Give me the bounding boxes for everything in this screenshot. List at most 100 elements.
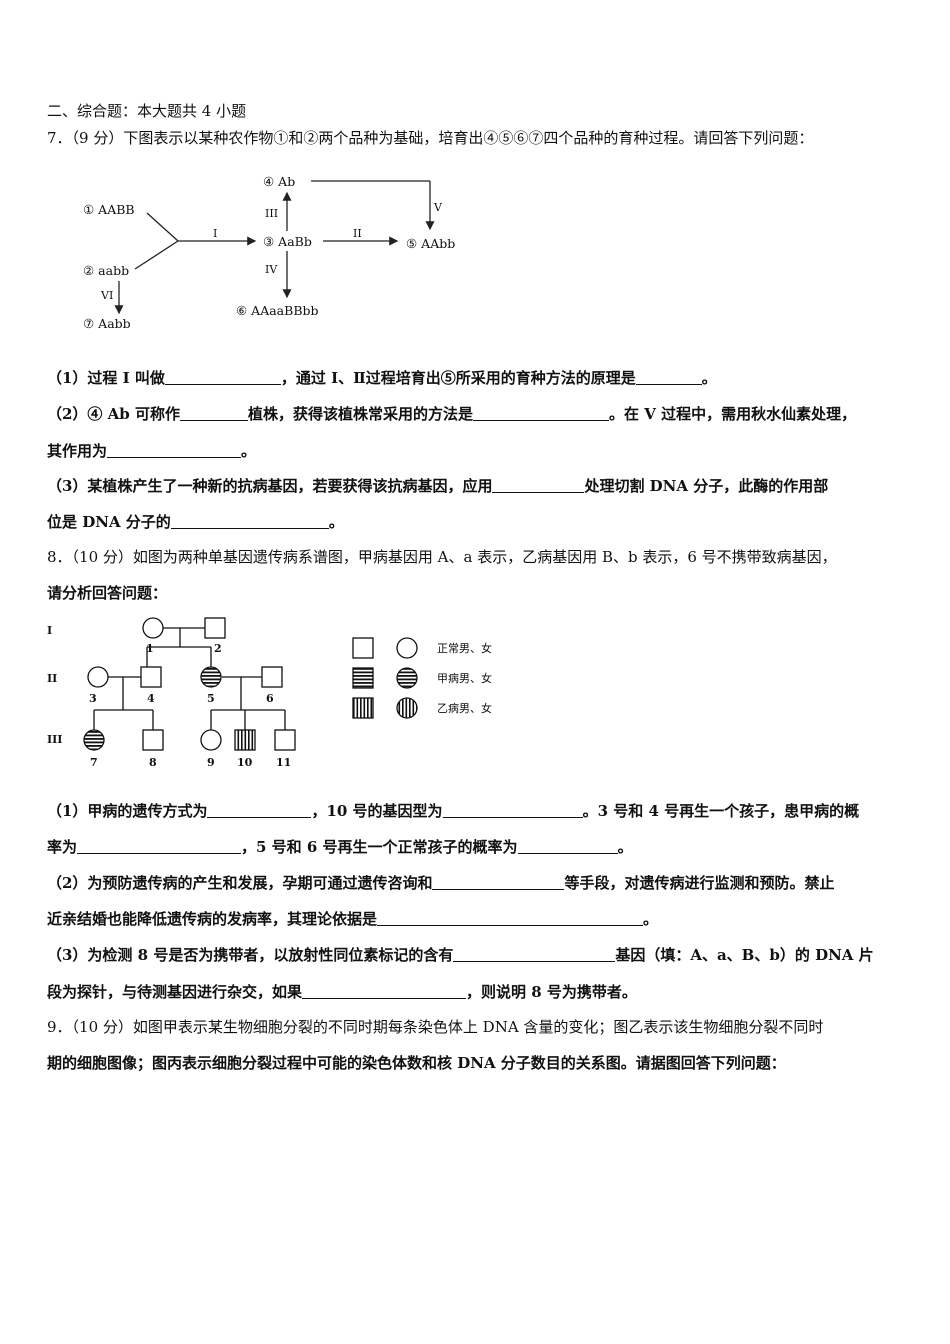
person-10 <box>234 729 256 751</box>
q7-s2-text-e: 。 <box>241 442 257 460</box>
answer-blank[interactable] <box>442 801 583 818</box>
node-1: ① AABB <box>83 202 135 217</box>
person-6 <box>261 666 283 688</box>
q8-s2-text-c: 近亲结婚也能降低遗传病的发病率，其理论依据是 <box>47 910 378 928</box>
q8-sub2-line2: 近亲结婚也能降低遗传病的发病率，其理论依据是 。 <box>47 908 908 930</box>
node-2: ② aabb <box>83 263 129 278</box>
answer-blank[interactable] <box>517 837 618 854</box>
q8-sub1-line2: 率为 ，5 号和 6 号再生一个正常孩子的概率为 。 <box>47 836 908 858</box>
answer-blank[interactable] <box>77 837 242 854</box>
legend-yi-female <box>396 697 418 719</box>
person-6-id: 6 <box>266 692 274 705</box>
answer-blank[interactable] <box>107 441 242 458</box>
answer-blank[interactable] <box>492 476 585 493</box>
person-1-id: 1 <box>146 642 154 655</box>
q7-sub3-line1: （3）某植株产生了一种新的抗病基因，若要获得该抗病基因，应用处理切割 DNA 分… <box>47 475 908 497</box>
legend-yi-male <box>352 697 374 719</box>
label-IV: IV <box>265 263 278 276</box>
person-4-id: 4 <box>147 692 155 705</box>
answer-blank[interactable] <box>453 945 616 962</box>
cross-line-2 <box>134 240 179 270</box>
q8-s1-text-c: 。3 号和 4 号再生一个孩子，患甲病的概 <box>582 802 860 820</box>
q8-sub3-line2: 段为探针，与待测基因进行杂交，如果，则说明 8 号为携带者。 <box>47 981 908 1003</box>
q7-s2-text-a: （2）④ Ab 可称作 <box>47 405 181 423</box>
node-6: ⑥ AAaaBBbb <box>236 303 319 318</box>
q7-s3-text-d: 。 <box>328 513 344 531</box>
label-VI: VI <box>100 289 113 302</box>
person-9 <box>200 729 222 751</box>
answer-blank[interactable] <box>635 368 702 385</box>
answer-blank[interactable] <box>473 404 610 421</box>
q7-sub1: （1）过程 I 叫做，通过 I、Ⅱ过程培育出⑤所采用的育种方法的原理是。 <box>47 367 908 389</box>
person-1 <box>142 617 164 639</box>
person-7-id: 7 <box>90 756 98 769</box>
cross-line-1 <box>146 212 179 242</box>
legend-normal-label: 正常男、女 <box>437 641 492 655</box>
q7-sub2-line2: 其作用为 。 <box>47 440 908 462</box>
q7-sub2-line1: （2）④ Ab 可称作 植株，获得该植株常采用的方法是 。在 V 过程中，需用秋水仙… <box>47 403 908 425</box>
q8-sub1-line1: （1）甲病的遗传方式为 ，10 号的基因型为 。3 号和 4 号再生一个孩子，患甲病… <box>47 800 908 822</box>
q8-s1-text-b: ，10 号的基因型为 <box>311 802 443 820</box>
person-11-id: 11 <box>276 756 291 769</box>
answer-blank[interactable] <box>180 404 249 421</box>
q7-s2-text-c: 。在 V 过程中，需用秋水仙素处理， <box>609 405 857 423</box>
q8-s3-text-a: （3）为检测 8 号是否为携带者，以放射性同位素标记的含有 <box>47 946 454 964</box>
q9-line1: 9．（10 分）如图甲表示某生物细胞分裂的不同时期每条染色体上 DNA 含量的变… <box>47 1018 824 1036</box>
q7-intro: 7．（9 分）下图表示以某种农作物①和②两个品种为基础，培育出④⑤⑥⑦四个品种的… <box>47 129 814 147</box>
person-3 <box>87 666 109 688</box>
person-7 <box>83 729 105 751</box>
q8-s2-text-d: 。 <box>643 910 659 928</box>
answer-blank[interactable] <box>432 873 565 890</box>
q8-s1-text-d: 率为 <box>47 838 78 856</box>
generation-II-label: II <box>47 672 57 685</box>
person-5-id: 5 <box>207 692 215 705</box>
q8-s2-text-a: （2）为预防遗传病的产生和发展，孕期可通过遗传咨询和 <box>47 874 433 892</box>
answer-blank[interactable] <box>302 982 467 999</box>
label-II: II <box>353 227 362 240</box>
section-header: 二、综合题：本大题共 4 小题 <box>47 102 247 120</box>
legend-jia-male <box>352 667 374 689</box>
q7-sub3-line2: 位是 DNA 分子的 。 <box>47 511 908 533</box>
q7-s2-text-b: 植株，获得该植株常采用的方法是 <box>248 405 474 423</box>
answer-blank[interactable] <box>164 368 281 385</box>
q9-line2: 期的细胞图像；图丙表示细胞分裂过程中可能的染色体数和核 DNA 分子数目的关系图… <box>47 1054 786 1072</box>
legend-normal-male <box>352 637 374 659</box>
label-III: III <box>265 207 278 220</box>
answer-blank[interactable] <box>207 801 312 818</box>
q7-s2-text-d: 其作用为 <box>47 442 108 460</box>
breeding-diagram: ① AABB ② aabb ③ AaBb ④ Ab ⑤ AAbb ⑥ AAaaB… <box>83 174 455 331</box>
generation-III-label: III <box>47 733 62 746</box>
legend-yi-label: 乙病男、女 <box>437 701 492 715</box>
q8-sub3-line1: （3）为检测 8 号是否为携带者，以放射性同位素标记的含有 基因（填：A、a、B、… <box>47 944 908 966</box>
person-5 <box>200 666 222 688</box>
q7-s1-text-c: 。 <box>701 369 717 387</box>
person-8 <box>142 729 164 751</box>
generation-I-label: I <box>47 624 52 637</box>
q8-s3-text-d: ，则说明 8 号为携带者。 <box>466 983 637 1001</box>
legend-jia-label: 甲病男、女 <box>437 671 492 685</box>
person-2 <box>204 617 226 639</box>
label-V: V <box>433 201 443 214</box>
q7-s3-text-c: 位是 DNA 分子的 <box>47 513 171 531</box>
person-8-id: 8 <box>149 756 157 769</box>
person-3-id: 3 <box>89 692 97 705</box>
q8-s1-text-a: （1）甲病的遗传方式为 <box>47 802 208 820</box>
answer-blank[interactable] <box>170 512 329 529</box>
q8-s1-text-f: 。 <box>617 838 633 856</box>
node-3: ③ AaBb <box>263 234 312 249</box>
legend-normal-female <box>396 637 418 659</box>
pedigree-chart: I II III 1 2 3 4 5 6 7 8 9 10 11 正常男、女 甲… <box>47 617 492 769</box>
q8-intro-line1: 8．（10 分）如图为两种单基因遗传病系谱图，甲病基因用 A、a 表示，乙病基因… <box>47 548 837 566</box>
node-7: ⑦ Aabb <box>83 316 131 331</box>
q7-s1-text-b: ，通过 I、Ⅱ过程培育出⑤所采用的育种方法的原理是 <box>280 369 636 387</box>
node-5: ⑤ AAbb <box>406 236 455 251</box>
q8-intro-line2: 请分析回答问题： <box>47 584 168 602</box>
answer-blank[interactable] <box>377 909 644 926</box>
legend-jia-female <box>396 667 418 689</box>
person-9-id: 9 <box>207 756 215 769</box>
label-I: I <box>213 227 217 240</box>
person-2-id: 2 <box>214 642 222 655</box>
person-11 <box>274 729 296 751</box>
q8-s3-text-b: 基因（填：A、a、B、b）的 DNA 片 <box>615 946 874 964</box>
q8-s1-text-e: ，5 号和 6 号再生一个正常孩子的概率为 <box>241 838 518 856</box>
